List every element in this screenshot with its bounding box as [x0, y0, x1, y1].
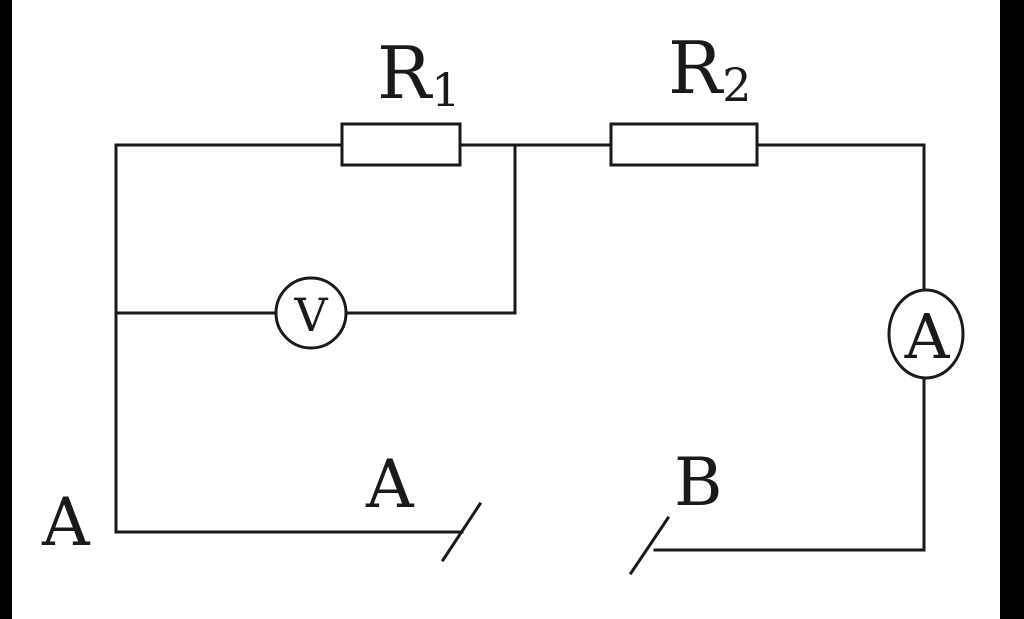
circuit-diagram: V A R1 R2 A A B: [41, 26, 965, 576]
voltmeter-label: V: [293, 288, 328, 342]
resistor-r1: [340, 122, 462, 167]
r2-label-subscript: 2: [722, 58, 751, 112]
r2-label-main: R: [668, 26, 724, 110]
ammeter: [887, 288, 965, 380]
voltmeter: [274, 276, 348, 350]
r1-label: R1: [377, 31, 461, 117]
r2-label: R2: [668, 26, 752, 112]
ammeter-label: A: [904, 300, 951, 373]
r1-label-main: R: [377, 31, 433, 115]
resistor-r2: [609, 122, 759, 167]
switch-contact-a: [440, 501, 483, 563]
terminal-left-label: A: [41, 484, 91, 561]
switch-left-label: A: [365, 446, 415, 523]
switch-contact-b: [628, 515, 671, 576]
switch-right-label: B: [674, 444, 723, 521]
circuit-canvas: V A R1 R2 A A B: [12, 0, 1000, 619]
r1-label-subscript: 1: [431, 63, 460, 117]
